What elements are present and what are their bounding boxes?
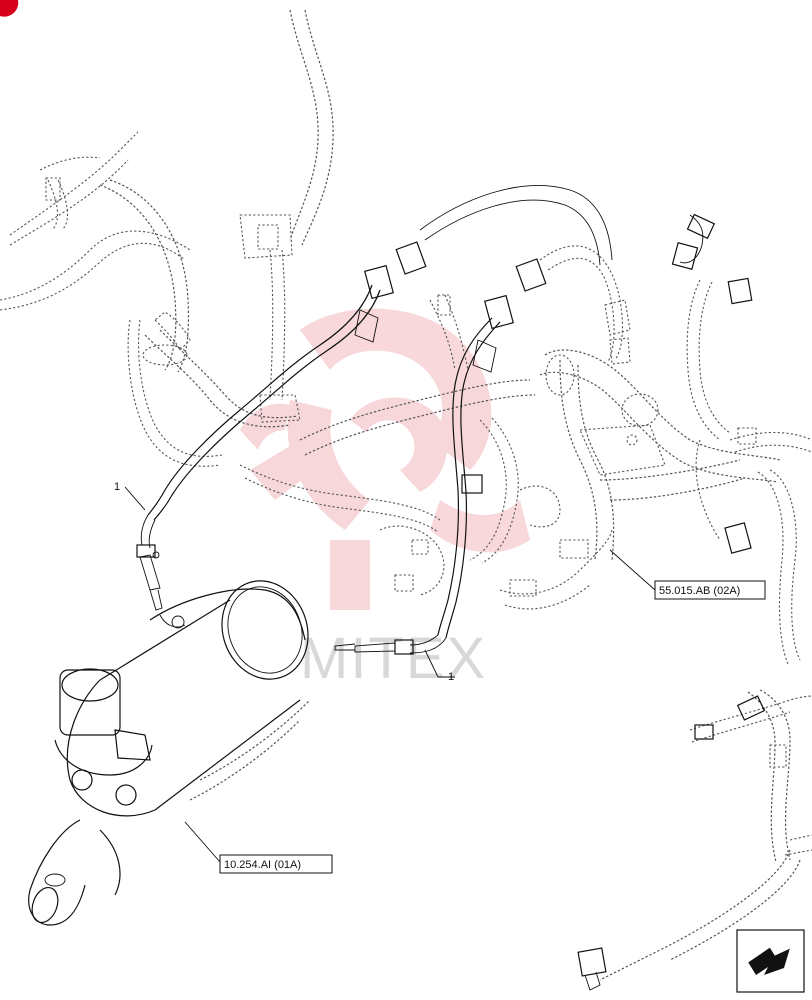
upper-left-harness xyxy=(0,131,299,467)
upper-center-harness xyxy=(239,9,334,423)
aftertreatment-reference-text: 10.254.AI (01A) xyxy=(224,859,301,871)
lower-right-harness xyxy=(577,689,812,991)
watermark-text: MITEX xyxy=(300,626,487,691)
aftertreatment-canister xyxy=(28,580,311,926)
arrow-navigation-icon[interactable] xyxy=(736,929,805,993)
callout-item-1-lower: 1 xyxy=(448,671,454,683)
harness-reference-box[interactable]: 55.015.AB (02A) xyxy=(654,580,766,600)
callout-item-1-upper: 1 xyxy=(114,481,120,493)
red-corner-badge xyxy=(0,0,19,17)
harness-reference-text: 55.015.AB (02A) xyxy=(659,585,740,597)
watermark-logo xyxy=(240,308,530,610)
callout-leaders xyxy=(124,486,656,863)
temperature-sensor-upper xyxy=(136,264,394,611)
right-main-pipe xyxy=(469,349,781,610)
temperature-sensor-lower xyxy=(334,294,514,655)
aftertreatment-reference-box[interactable]: 10.254.AI (01A) xyxy=(219,854,333,874)
center-pipework xyxy=(239,294,536,596)
upper-right-harness xyxy=(395,185,631,365)
